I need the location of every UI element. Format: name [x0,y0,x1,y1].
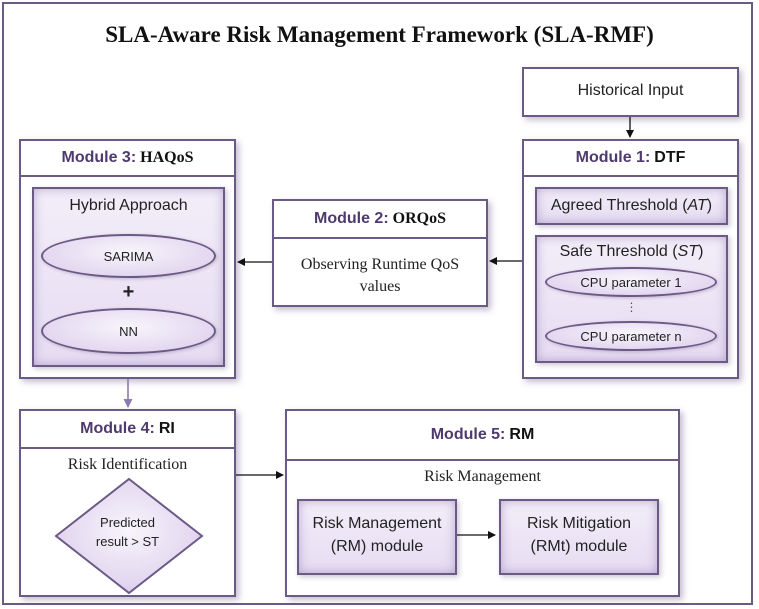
agreed-threshold-text: Agreed Threshold ( [550,197,688,214]
module2-label: Module 2: [313,210,389,227]
rm-module-line2: (RM) module [330,538,424,555]
module2-box: Module 2: ORQoS Observing Runtime QoS va… [272,199,488,307]
decision-text-line2: result > ST [95,534,160,549]
module5-code: RM [509,426,535,443]
module3-header: Module 3: HAQoS [21,141,234,177]
historical-input-label: Historical Input [577,82,684,99]
rm-module-box: Risk Management (RM) module [297,499,457,575]
module1-box: Module 1: DTF Agreed Threshold (AT) Safe… [522,139,739,379]
agreed-threshold-close: ) [706,197,713,214]
module4-header: Module 4: RI [21,411,234,449]
safe-threshold-text: Safe Threshold ( [559,243,678,260]
plus-sign: + [122,281,135,303]
module1-code: DTF [654,149,686,166]
rm-module-line1: Risk Management [312,515,442,532]
rmt-module-box: Risk Mitigation (RMt) module [499,499,659,575]
safe-threshold-close: ) [698,243,704,260]
module5-box: Module 5: RM Risk Management Risk Manage… [285,409,680,597]
module3-box: Module 3: HAQoS Hybrid Approach SARIMA +… [19,139,236,379]
safe-threshold-label: Safe Threshold (ST) [537,243,726,261]
module3-label: Module 3: [61,149,137,166]
module4-code: RI [158,420,175,437]
module5-header: Module 5: RM [287,411,678,461]
risk-management-label: Risk Management [424,468,541,485]
module1-label: Module 1: [575,149,651,166]
diagram-title: SLA-Aware Risk Management Framework (SLA… [105,22,654,47]
sarima-ellipse: SARIMA [41,234,216,278]
cpu-parameter-1: CPU parameter 1 [545,267,717,297]
decision-diamond [54,477,204,595]
cpu-parameter-n: CPU parameter n [545,321,717,351]
agreed-threshold-box: Agreed Threshold (AT) [535,187,728,225]
agreed-threshold-label: Agreed Threshold (AT) [537,197,726,215]
historical-input-box: Historical Input [522,67,739,117]
module5-label: Module 5: [430,426,506,443]
hybrid-approach-label: Hybrid Approach [69,197,188,214]
cpu-parameter-ellipsis: ⋮ [625,300,638,314]
module4-box: Module 4: RI Risk Identification Predict… [19,409,236,597]
decision-text-line1: Predicted [100,515,155,530]
nn-ellipse: NN [41,308,216,354]
rmt-module-line1: Risk Mitigation [526,515,632,532]
hybrid-approach-box: Hybrid Approach SARIMA + NN [32,187,225,367]
rmt-module-line2: (RMt) module [530,538,628,555]
module2-description-line1: Observing Runtime QoS [300,256,460,273]
safe-threshold-abbr: ST [677,243,699,260]
module2-code: ORQoS [392,210,446,227]
module3-code: HAQoS [140,149,194,166]
module2-description-line2: values [359,278,401,295]
module2-header: Module 2: ORQoS [274,201,486,239]
safe-threshold-box: Safe Threshold (ST) CPU parameter 1 ⋮ CP… [535,235,728,363]
risk-identification-label: Risk Identification [67,456,188,473]
module1-header: Module 1: DTF [524,141,737,177]
module4-label: Module 4: [80,420,155,437]
agreed-threshold-abbr: AT [687,197,707,214]
